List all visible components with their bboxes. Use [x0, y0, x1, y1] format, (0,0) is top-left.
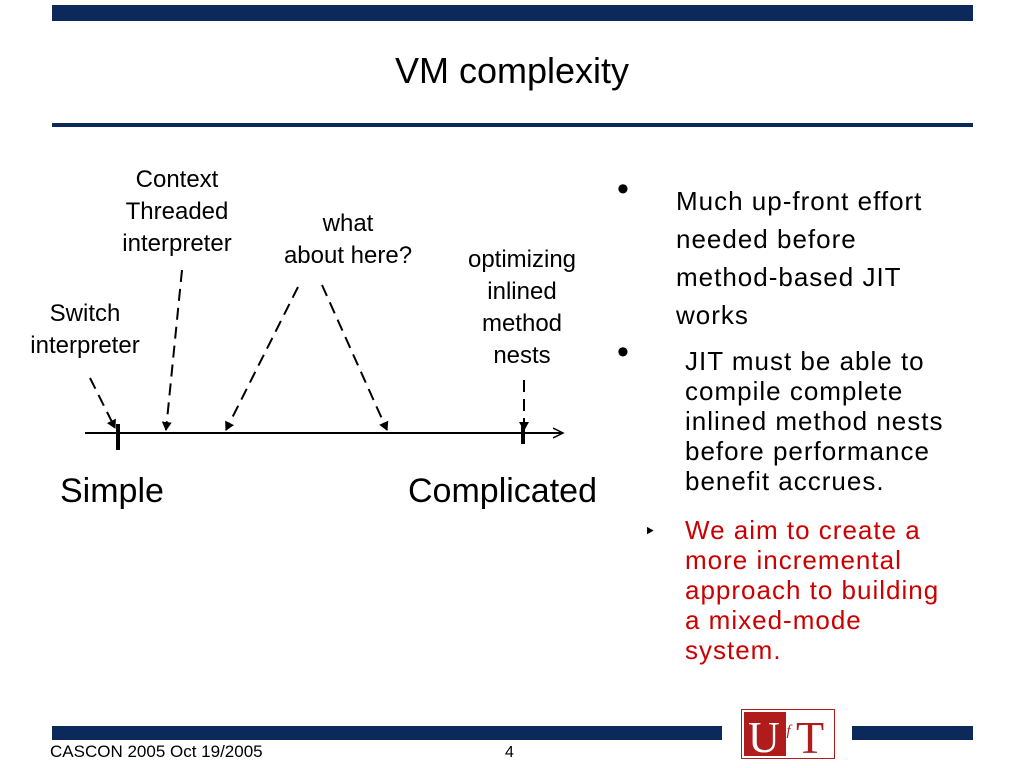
- label-line: Threaded: [125, 198, 229, 225]
- bullet-line: inlined method nests: [685, 406, 944, 436]
- label-line: interpreter: [122, 230, 232, 257]
- uoft-logo: U of T: [740, 708, 836, 763]
- bullet-marker: •: [617, 333, 629, 371]
- label-line: about here?: [283, 242, 413, 269]
- footer-bar-right: [852, 726, 973, 740]
- label-optimizing-inlined: optimizing inlined method nests: [452, 244, 592, 372]
- slide-title: VM complexity: [394, 50, 630, 91]
- bullet-line: Much up-front effort: [676, 186, 923, 216]
- bullet-marker-arrow: ‣: [644, 521, 656, 543]
- label-line: inlined: [487, 278, 557, 305]
- arrow-what-about-left: [225, 286, 299, 431]
- logo-of: of: [779, 723, 793, 739]
- footer-bar-left: [52, 726, 722, 740]
- arrow-switch: [89, 377, 116, 429]
- page-number: 4: [505, 744, 514, 761]
- arrow-what-about-right: [321, 284, 389, 431]
- label-what-about-here: what about here?: [272, 208, 424, 272]
- bullet-line: needed before: [676, 224, 857, 254]
- arrow-context-threaded: [161, 269, 183, 431]
- bullet-text-1: Much up-front effort needed before metho…: [676, 182, 966, 334]
- bullet-text-3: We aim to create a more incremental appr…: [685, 515, 985, 665]
- axis-label-complicated: Complicated: [408, 472, 597, 510]
- axis-label-simple: Simple: [60, 472, 164, 510]
- bullet-line: method-based JIT: [676, 262, 902, 292]
- label-line: optimizing: [467, 246, 577, 273]
- label-line: method: [481, 310, 563, 337]
- label-line: nests: [493, 342, 551, 369]
- bullet-marker: •: [617, 170, 629, 208]
- footer-conference: CASCON 2005 Oct 19/2005: [50, 742, 263, 761]
- label-context-threaded: Context Threaded interpreter: [104, 164, 250, 260]
- label-line: Context: [135, 166, 219, 193]
- bullet-line: a mixed-mode: [685, 605, 862, 635]
- bullet-text-2: JIT must be able to compile complete inl…: [685, 346, 985, 496]
- label-line: Switch: [49, 300, 121, 327]
- bullet-line: We aim to create a: [685, 515, 921, 545]
- bullet-line: approach to building: [685, 575, 940, 605]
- logo-u: U: [748, 713, 780, 759]
- title-underline: [52, 123, 973, 127]
- bullet-line: compile complete: [685, 376, 904, 406]
- bullet-line: more incremental: [685, 545, 902, 575]
- header-bar-top: [52, 5, 973, 21]
- bullet-line: before performance: [685, 436, 930, 466]
- bullet-line: works: [676, 300, 749, 330]
- logo-t: T: [796, 712, 824, 759]
- label-line: interpreter: [30, 332, 140, 359]
- bullet-line: benefit accrues.: [685, 466, 885, 496]
- label-line: what: [322, 210, 374, 237]
- label-switch-interpreter: Switch interpreter: [12, 298, 158, 362]
- bullet-line: JIT must be able to: [685, 346, 925, 376]
- bullet-line: system.: [685, 635, 782, 665]
